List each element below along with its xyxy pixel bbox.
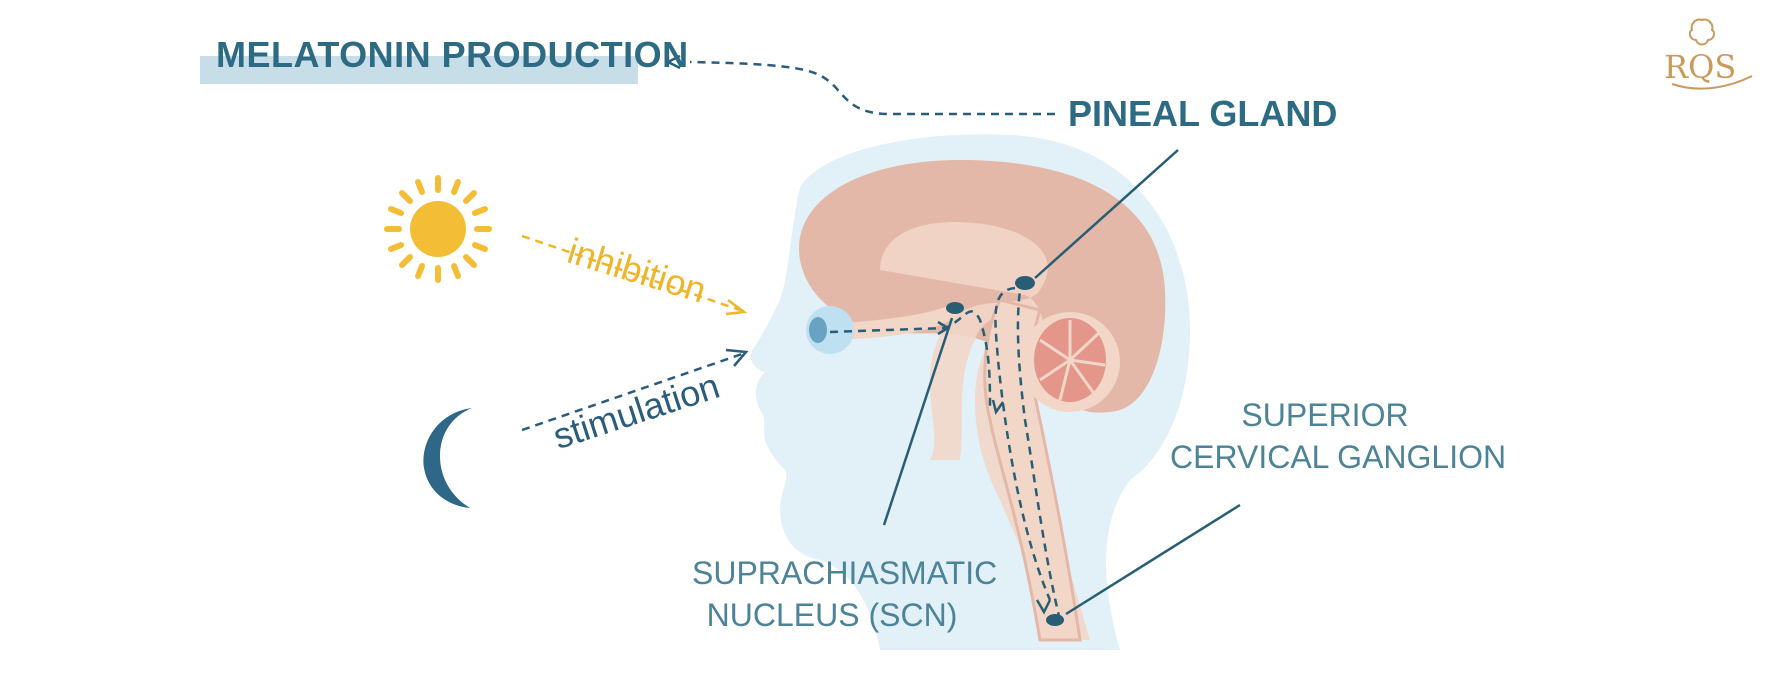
- scn-leader-line: [882, 317, 954, 526]
- pineal-gland-dot: [1015, 276, 1035, 290]
- neural-pathway: [829, 286, 1052, 601]
- cerebellum-folds: [1039, 320, 1106, 401]
- arrowhead: [725, 348, 749, 367]
- scn-label-line2: NUCLEUS (SCN): [706, 597, 958, 633]
- lion-crest-icon: [1671, 18, 1753, 90]
- arrowhead: [1035, 599, 1052, 615]
- scg-label: SUPERIOR CERVICAL GANGLION: [1170, 394, 1507, 478]
- neural-pathway-return: [1016, 289, 1062, 621]
- scn-label-line1: SUPRACHIASMATIC: [692, 555, 998, 591]
- sun-icon: [384, 175, 492, 283]
- title-highlight-band: [200, 56, 638, 84]
- rqs-lion-logo: RQS: [1652, 14, 1756, 90]
- scn-dot: [946, 302, 964, 314]
- inhibition-arrow: [521, 234, 741, 312]
- diagram-title: MELATONIN PRODUCTION: [216, 34, 689, 75]
- moon-icon: [423, 408, 472, 508]
- logo-text: RQS: [1664, 48, 1737, 86]
- eye-lens: [809, 317, 827, 343]
- pineal-leader-line: [1034, 149, 1179, 279]
- pineal-gland-label: PINEAL GLAND: [1068, 93, 1338, 134]
- pineal-to-production-arrow: [689, 60, 1055, 116]
- stimulation-arrow: [521, 352, 743, 432]
- scg-label-line2: CERVICAL GANGLION: [1170, 439, 1507, 475]
- arrowhead: [725, 299, 748, 316]
- scg-leader-line: [1065, 503, 1241, 616]
- scg-dot: [1046, 614, 1064, 626]
- scg-label-line1: SUPERIOR: [1241, 397, 1409, 433]
- arrowhead: [991, 399, 1005, 415]
- arrowhead: [665, 54, 681, 70]
- scn-label: SUPRACHIASMATIC NUCLEUS (SCN): [692, 552, 998, 636]
